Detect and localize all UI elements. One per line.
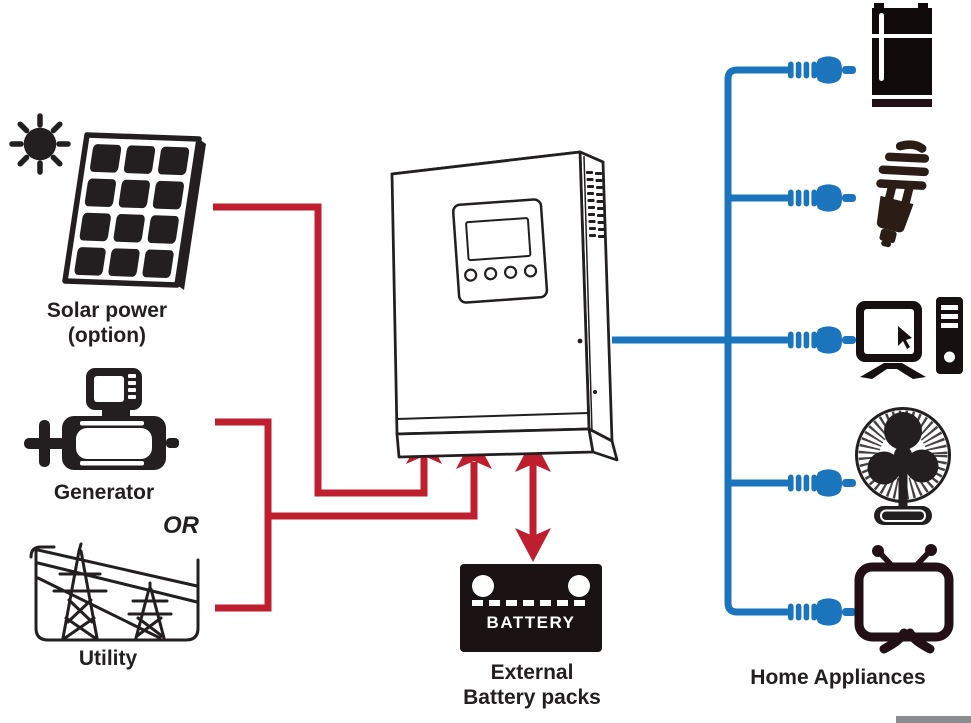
power-plug-icon — [788, 184, 856, 212]
fan-icon — [855, 407, 951, 525]
power-plug-icon — [788, 469, 856, 497]
inverter-vents — [586, 171, 605, 238]
battery-caption-line1: External — [490, 661, 574, 684]
solar-label-line1: Solar power — [46, 299, 168, 322]
solar-label: Solar power (option) — [47, 299, 167, 349]
battery-flow-arrow — [515, 438, 551, 472]
generator-utility-wire — [215, 418, 272, 612]
inverter-unit — [390, 150, 619, 462]
appliances-caption: Home Appliances — [750, 666, 926, 689]
inverter-display — [451, 198, 549, 304]
ac-input-wire — [268, 462, 478, 520]
battery-flow-arrow — [515, 528, 551, 562]
utility-label: Utility — [78, 647, 138, 670]
solar-label-line2: (option) — [67, 323, 147, 347]
battery-caption: External Battery packs — [463, 661, 601, 711]
power-plug-icon — [788, 598, 856, 626]
generator-label: Generator — [53, 481, 155, 504]
load-wiring — [612, 66, 789, 616]
corner-bar — [896, 716, 971, 723]
battery-box-label: BATTERY — [486, 613, 576, 632]
battery-icon — [460, 564, 602, 652]
source-wiring — [213, 203, 537, 612]
cursor-icon — [898, 326, 912, 349]
tv-icon — [854, 544, 954, 654]
battery-caption-line2: Battery packs — [463, 685, 601, 709]
power-plug-icon — [788, 56, 856, 84]
utility-icon — [29, 542, 200, 642]
generator-icon — [24, 368, 179, 470]
sun-icon — [9, 113, 71, 175]
power-plug-icon — [788, 326, 856, 354]
refrigerator-icon — [872, 3, 932, 107]
solar-wire — [213, 203, 428, 497]
solar-panel-icon — [62, 132, 206, 290]
computer-icon — [856, 297, 963, 379]
or-label: OR — [163, 512, 199, 539]
cfl-lamp-icon — [876, 140, 930, 248]
